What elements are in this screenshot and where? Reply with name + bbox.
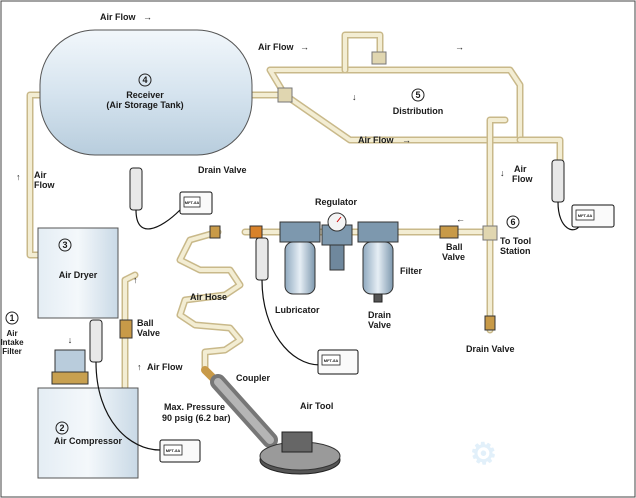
intake-label-3: Filter (2, 347, 22, 356)
air-dryer: 3 Air Dryer (38, 228, 118, 318)
air-compressor: 2 Air Compressor (38, 388, 138, 478)
label-air-flow-right-2: Flow (512, 174, 533, 184)
arrow-compressor-up: ↑ (133, 275, 138, 285)
label-drain-valve-filter-2: Valve (368, 320, 391, 330)
dryer-number: 3 (62, 240, 67, 250)
label-ball-valve-left-2: Valve (137, 328, 160, 338)
filter-drain (374, 294, 382, 302)
arrow-air-flow-left: ↑ (16, 172, 21, 182)
label-filter: Filter (400, 266, 423, 276)
filter-bowl (363, 242, 393, 294)
label-ball-valve-right-2: Valve (442, 252, 465, 262)
sensor-compressor (90, 320, 102, 362)
label-air-flow-right-1: Air (514, 164, 527, 174)
label-drain-valve-receiver: Drain Valve (198, 165, 247, 175)
sensor-frl (256, 238, 268, 280)
meter-compressor-text: MFT-8A (166, 448, 181, 453)
receiver-tank: 4 Receiver (Air Storage Tank) (40, 30, 252, 155)
label-drain-valve-right: Drain Valve (466, 344, 515, 354)
intake-label-2: Intake (0, 338, 24, 347)
coupler-fitting (250, 226, 262, 238)
sensor-receiver (130, 168, 142, 210)
sensor-distribution (552, 160, 564, 202)
compressor-number: 2 (59, 423, 64, 433)
label-ball-valve-right-1: Ball (446, 242, 463, 252)
receiver-label: Receiver (126, 90, 164, 100)
receiver-number: 4 (142, 75, 147, 85)
meter-distribution-text: MFT-8A (578, 213, 593, 218)
air-compressor-label: Air Compressor (54, 436, 123, 446)
arrow-air-flow-dist: → (300, 42, 309, 52)
meter-frl-text: MFT-8A (324, 358, 339, 363)
label-distribution: Distribution (393, 106, 444, 116)
arrow-air-flow-right: ↓ (500, 168, 505, 178)
arrow-top-right: → (455, 42, 464, 52)
label-air-flow-comp: Air Flow (147, 362, 183, 372)
label-air-flow-top: Air Flow (100, 12, 136, 22)
arrow-to-frl: ← (456, 214, 465, 224)
label-air-tool: Air Tool (300, 401, 333, 411)
label-air-hose: Air Hose (190, 292, 227, 302)
label-tool-station-2: Station (500, 246, 531, 256)
meter-receiver-text: MFT-8A (185, 200, 200, 205)
air-intake-filter: 1 Air Intake Filter ↓ (0, 312, 88, 384)
distribution-number: 5 (415, 90, 420, 100)
tool-station-number: 6 (510, 217, 515, 227)
intake-label-1: Air (6, 329, 17, 338)
svg-text:⚙: ⚙ (463, 433, 505, 476)
frl-unit (280, 213, 398, 302)
label-max-pressure-1: Max. Pressure (164, 402, 225, 412)
label-ball-valve-left-1: Ball (137, 318, 154, 328)
arrow-air-flow-mid: → (402, 135, 411, 145)
label-air-flow-left-1: Air (34, 170, 47, 180)
label-tool-station-1: To Tool (500, 236, 531, 246)
ball-valve-right (440, 226, 458, 238)
intake-arrow: ↓ (68, 335, 73, 345)
label-air-flow-left-2: Flow (34, 180, 55, 190)
intake-number: 1 (9, 313, 14, 323)
lubricator-bowl (285, 242, 315, 294)
arrow-riser-down: ↓ (352, 92, 357, 102)
arrow-air-flow-top: → (143, 12, 152, 22)
label-regulator: Regulator (315, 197, 358, 207)
label-drain-valve-filter-1: Drain (368, 310, 391, 320)
label-air-flow-mid: Air Flow (358, 135, 394, 145)
drain-valve-right-body (485, 316, 495, 330)
arrow-air-flow-comp: ↑ (137, 362, 142, 372)
label-max-pressure-2: 90 psig (6.2 bar) (162, 413, 231, 423)
label-coupler: Coupler (236, 373, 270, 383)
air-dryer-label: Air Dryer (59, 270, 98, 280)
label-air-flow-dist: Air Flow (258, 42, 294, 52)
label-lubricator: Lubricator (275, 305, 320, 315)
ball-valve-left (120, 320, 132, 338)
receiver-sublabel: (Air Storage Tank) (106, 100, 183, 110)
